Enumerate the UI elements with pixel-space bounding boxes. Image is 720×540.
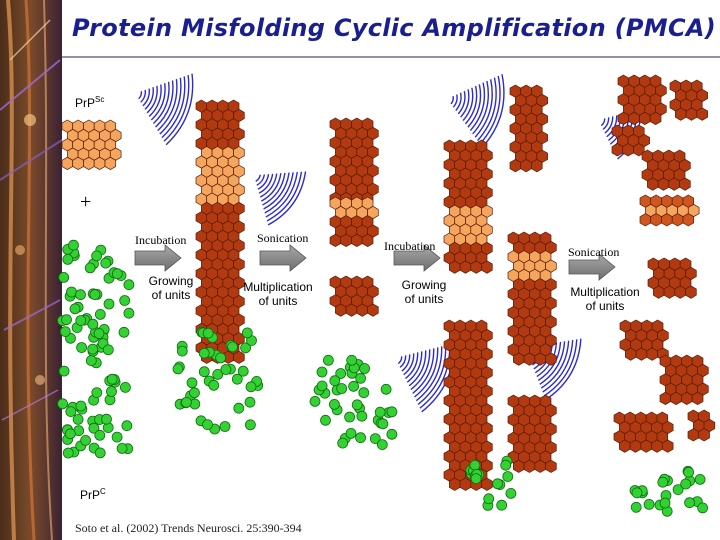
fragment-5b [611, 124, 650, 157]
step-1-action: Incubation [135, 233, 187, 247]
fragment-5g [619, 319, 669, 361]
neuron-sidebar-decoration [0, 0, 63, 540]
slide-title: Protein Misfolding Cyclic Amplification … [72, 14, 717, 42]
prp-c-pool-initial [57, 239, 135, 459]
fibril-growing-3b [443, 319, 493, 491]
prp-sc-label-sup: Sc [95, 95, 105, 104]
process-arrow-1 [134, 244, 182, 272]
fragment-4a [509, 84, 548, 173]
fragment-5j [687, 409, 716, 442]
process-arrow-4 [568, 253, 616, 281]
prp-sc-seed [61, 119, 122, 171]
misfolded-prion-aggregates [61, 74, 716, 491]
fragment-4b [507, 231, 557, 366]
step-4-action: Sonication [568, 245, 620, 259]
prp-c-label: PrPC [80, 487, 106, 502]
step-3-action: Incubation [384, 239, 436, 253]
fragment-2c [329, 275, 379, 317]
step-2-action: Sonication [257, 231, 309, 245]
step-1-caption-line2: of units [151, 288, 191, 302]
step-3-caption-line1: Growing [401, 278, 447, 292]
prp-sc-label-main: Pr [75, 96, 87, 110]
fibril-growing-1 [195, 99, 245, 364]
fragment-5a [617, 74, 667, 126]
step-1-caption: Growing of units [140, 274, 202, 302]
fibril-growing-3a [443, 139, 493, 274]
fragment-5c [641, 149, 691, 191]
step-4-caption-line2: of units [585, 299, 625, 313]
prp-c-pool-step5 [629, 465, 708, 517]
step-1-caption-line1: Growing [148, 274, 194, 288]
sonication-wave-3 [450, 74, 505, 148]
fragment-2b [329, 196, 379, 248]
prp-c-pool-step2 [172, 326, 264, 435]
prp-c-label-main: Pr [80, 488, 92, 502]
sonication-wave-1 [138, 73, 194, 146]
prp-c-pool-step4 [465, 455, 517, 511]
prp-sc-label-p: P [87, 96, 96, 110]
fragment-5h [659, 354, 709, 406]
process-arrow-3 [393, 244, 441, 272]
fragment-2a [329, 117, 379, 206]
fragment-5i [613, 411, 674, 453]
fragment-5d [669, 79, 708, 121]
normal-prion-proteins [57, 239, 708, 517]
step-2-caption-line2: of units [258, 294, 298, 308]
prp-c-label-sup: C [100, 487, 106, 496]
prp-c-pool-step3 [309, 354, 398, 451]
prp-sc-label: PrPSc [75, 95, 104, 110]
step-3-caption-line2: of units [404, 292, 444, 306]
process-arrow-2 [259, 244, 307, 272]
sonication-wave-2 [255, 171, 307, 226]
step-3-caption: Growing of units [393, 278, 455, 306]
step-2-caption-line1: Multiplication [243, 280, 313, 294]
fragment-5e [639, 194, 700, 227]
fragment-4c [507, 394, 557, 473]
fragment-5f [647, 257, 697, 299]
citation: Soto et al. (2002) Trends Neurosci. 25:3… [75, 521, 302, 535]
step-2-caption: Multiplication of units [231, 280, 325, 308]
prp-c-label-p: P [92, 488, 101, 502]
step-4-caption: Multiplication of units [557, 285, 653, 313]
plus-sign: + [80, 191, 92, 213]
step-4-caption-line1: Multiplication [570, 285, 640, 299]
